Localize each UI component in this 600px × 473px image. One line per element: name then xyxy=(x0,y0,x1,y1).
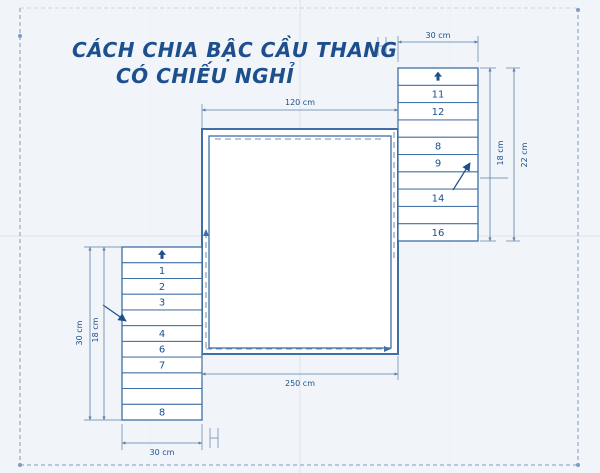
up-arrow-icon xyxy=(434,71,442,81)
dimension-right-width: 30 cm xyxy=(377,31,479,62)
dimension-left-tread: 18 cm xyxy=(91,246,106,421)
upper-flight: 11 12 8 9 14 16 xyxy=(397,67,479,242)
dimension-right-tread: 18 cm xyxy=(480,67,508,242)
dim-label-left-total: 30 cm xyxy=(75,320,84,345)
dim-label-left-tread: 18 cm xyxy=(91,317,100,342)
dim-label-right-total: 22 cm xyxy=(520,142,529,167)
corner-mark xyxy=(18,34,22,38)
step-number: 9 xyxy=(435,159,441,170)
dimension-right-total: 22 cm xyxy=(506,67,529,242)
diagram-title-line-2: CÓ CHIẾU NGHỈ xyxy=(116,64,295,88)
stair-tread xyxy=(397,223,479,242)
step-number: 8 xyxy=(435,141,441,152)
step-number: 4 xyxy=(159,329,165,340)
step-number: 1 xyxy=(159,266,165,277)
walking-line-arrow xyxy=(384,346,391,352)
dim-label-right-width: 30 cm xyxy=(426,31,451,40)
step-number: 8 xyxy=(159,408,165,419)
diagram-title-line-1: CÁCH CHIA BẬC CẦU THANG xyxy=(72,38,398,62)
walking-line-arrow xyxy=(203,229,209,236)
pointer-arrow xyxy=(452,162,471,191)
step-number: 14 xyxy=(432,193,445,204)
dimension-top-span: 120 cm xyxy=(201,98,399,128)
step-number: 7 xyxy=(159,360,165,371)
step-number: 16 xyxy=(432,228,445,239)
pointer-arrow xyxy=(102,304,127,322)
stair-tread xyxy=(121,403,203,421)
step-number: 2 xyxy=(159,282,165,293)
step-number: 6 xyxy=(159,345,165,356)
dim-label-top-span: 120 cm xyxy=(285,98,315,107)
dim-label-left-width: 30 cm xyxy=(150,448,175,457)
step-number: 3 xyxy=(159,298,165,309)
corner-mark xyxy=(18,463,22,467)
lower-flight: 1 2 3 4 6 7 8 xyxy=(121,246,203,421)
step-number: 11 xyxy=(432,89,445,100)
dimension-left-width: 30 cm xyxy=(121,424,219,457)
step-number: 12 xyxy=(432,107,445,118)
dim-label-bottom-span: 250 cm xyxy=(285,379,315,388)
dim-label-right-tread: 18 cm xyxy=(496,140,505,165)
dimension-bottom-span: 250 cm xyxy=(201,356,399,388)
up-arrow-icon xyxy=(158,249,166,259)
corner-mark xyxy=(576,8,580,12)
corner-mark xyxy=(576,463,580,467)
stairwell-inner-wall xyxy=(208,135,392,349)
